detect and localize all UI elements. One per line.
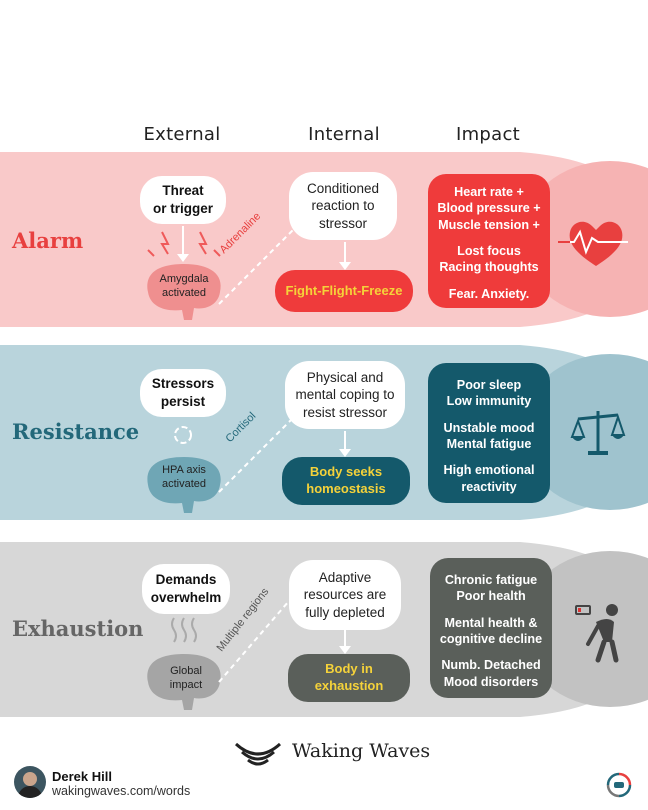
author-name: Derek Hill: [52, 769, 112, 784]
trigger-pill: Threat or trigger: [140, 176, 226, 224]
response-box: Fight-Flight-Freeze: [275, 270, 413, 312]
trigger-line-1: Threat: [162, 183, 204, 199]
resistance-brain-graphic: [147, 426, 221, 513]
internal-arrow: [339, 242, 351, 270]
exhaustion-brain-graphic: [147, 617, 221, 710]
author-url[interactable]: wakingwaves.com/words: [52, 784, 191, 798]
down-arrow-head: [177, 254, 189, 262]
alarm-brain-graphic: [147, 226, 221, 320]
waking-waves-logo-icon: [234, 742, 282, 766]
pathway-line: [218, 593, 296, 683]
column-header-impact: Impact: [455, 124, 521, 145]
brand-name: Waking Waves: [292, 740, 431, 762]
brain-icon: [147, 264, 221, 320]
stage-label-alarm: Alarm: [12, 228, 84, 253]
brain-icon: [147, 457, 221, 513]
heartbeat-icon: [558, 221, 628, 266]
internal-arrow: [339, 630, 351, 654]
stage-label-exhaustion: Exhaustion: [12, 616, 144, 641]
cycle-icon: [174, 426, 192, 444]
lightning-icon-2: [198, 231, 208, 255]
scales-icon: [570, 411, 626, 455]
share-cycle-icon[interactable]: [604, 770, 634, 800]
column-header-external: External: [143, 124, 221, 145]
stage-label-resistance: Resistance: [12, 419, 140, 444]
tired-person-icon: [575, 604, 619, 663]
trigger-line-2: or trigger: [152, 201, 213, 216]
avatar: [14, 766, 46, 798]
brain-icon: [147, 654, 221, 710]
low-battery-icon: [575, 605, 591, 615]
column-header-internal: Internal: [308, 124, 380, 145]
impact-box: Heart rate +Blood pressure +Muscle tensi…: [428, 174, 550, 308]
steam-icon: [171, 617, 177, 643]
lightning-icon: [160, 231, 170, 255]
internal-arrow: [339, 431, 351, 457]
